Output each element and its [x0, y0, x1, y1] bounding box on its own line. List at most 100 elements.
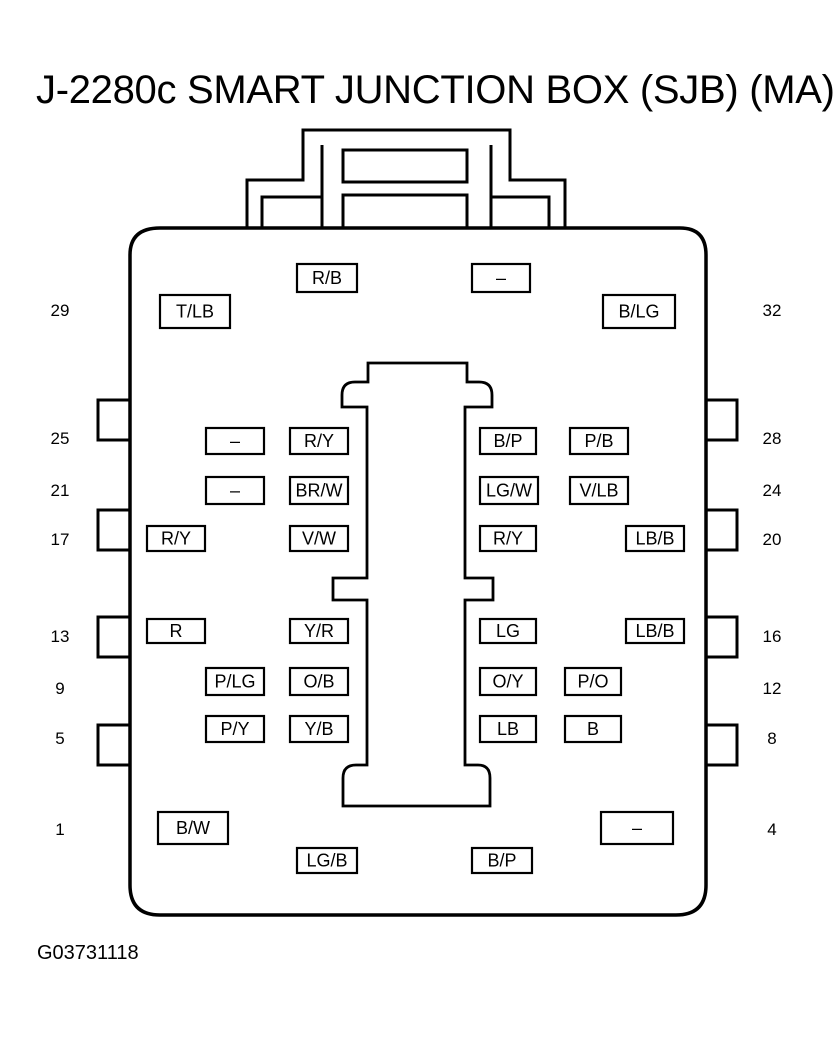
pin-box-7 — [478, 714, 538, 744]
pin-number-left-21: 21 — [51, 481, 70, 500]
pin-number-right-12: 12 — [763, 679, 782, 698]
pin-cavity-15: LG — [478, 617, 538, 645]
pin-cavity-26: R/Y — [288, 426, 350, 456]
pin-number-right-32: 32 — [763, 301, 782, 320]
pin-box-32 — [601, 293, 677, 330]
side-tabs — [96, 398, 739, 767]
pin-cavity-13: R — [145, 617, 207, 645]
pin-box-2 — [295, 846, 359, 875]
pin-box-4 — [599, 810, 675, 846]
pin-cavity-5: P/Y — [204, 714, 266, 744]
pin-box-1 — [156, 810, 230, 846]
pin-cavity-8: B — [563, 714, 623, 744]
wire-color-label-10: O/B — [303, 672, 334, 692]
pin-cavity-18: V/W — [288, 524, 350, 553]
wire-color-label-27: B/P — [493, 431, 522, 451]
wire-color-label-31: – — [496, 268, 506, 288]
pin-number-left-5: 5 — [55, 729, 64, 748]
pin-cavity-10: O/B — [288, 666, 350, 697]
pin-box-12 — [563, 666, 623, 697]
pin-box-5 — [204, 714, 266, 744]
pin-box-27 — [478, 426, 538, 456]
pin-box-6 — [288, 714, 350, 744]
pin-box-13 — [145, 617, 207, 645]
wire-color-label-28: P/B — [584, 431, 613, 451]
pin-cavity-21: – — [204, 475, 266, 506]
wire-color-label-32: B/LG — [618, 302, 659, 322]
wire-color-label-22: BR/W — [296, 481, 343, 501]
pin-box-17 — [145, 524, 207, 553]
wire-color-label-4: – — [632, 818, 642, 838]
pin-box-31 — [470, 262, 532, 294]
pins-layer: B/W LG/B B/P – P/Y Y/B LB B P/LG O/B O/Y P/O R Y/R LG L… — [145, 262, 686, 875]
wire-color-label-18: V/W — [302, 529, 336, 549]
pin-box-8 — [563, 714, 623, 744]
pin-number-right-28: 28 — [763, 429, 782, 448]
wire-color-label-25: – — [230, 431, 240, 451]
wire-color-label-6: Y/B — [304, 719, 333, 739]
pin-cavity-4: – — [599, 810, 675, 846]
pin-box-28 — [568, 426, 630, 456]
pin-cavity-2: LG/B — [295, 846, 359, 875]
pin-cavity-3: B/P — [470, 846, 534, 875]
pin-box-16 — [624, 617, 686, 645]
pin-box-15 — [478, 617, 538, 645]
wire-color-label-7: LB — [497, 719, 519, 739]
connector-latch — [245, 128, 567, 230]
pin-box-23 — [478, 475, 540, 506]
wire-color-label-8: B — [587, 719, 599, 739]
pin-box-26 — [288, 426, 350, 456]
pin-box-19 — [478, 524, 538, 553]
pin-number-left-13: 13 — [51, 627, 70, 646]
pin-number-left-17: 17 — [51, 530, 70, 549]
pin-cavity-30: R/B — [295, 262, 359, 294]
pin-box-20 — [624, 524, 686, 553]
wire-color-label-24: V/LB — [579, 481, 618, 501]
pin-number-right-20: 20 — [763, 530, 782, 549]
wire-color-label-9: P/LG — [214, 672, 255, 692]
wire-color-label-2: LG/B — [306, 851, 347, 871]
pin-cavity-6: Y/B — [288, 714, 350, 744]
pin-cavity-24: V/LB — [568, 475, 630, 506]
pin-box-30 — [295, 262, 359, 294]
pin-cavity-29: T/LB — [158, 293, 232, 330]
wire-color-label-16: LB/B — [635, 621, 674, 641]
wire-color-label-5: P/Y — [220, 719, 249, 739]
pin-number-left-1: 1 — [55, 820, 64, 839]
wire-color-label-20: LB/B — [635, 529, 674, 549]
pin-cavity-11: O/Y — [478, 666, 538, 697]
wire-color-label-13: R — [170, 621, 183, 641]
pin-cavity-28: P/B — [568, 426, 630, 456]
pin-cavity-25: – — [204, 426, 266, 456]
pin-cavity-1: B/W — [156, 810, 230, 846]
pin-cavity-19: R/Y — [478, 524, 538, 553]
wire-color-label-12: P/O — [577, 672, 608, 692]
diagram-title: J-2280c SMART JUNCTION BOX (SJB) (MA) — [36, 68, 833, 112]
wire-color-label-17: R/Y — [161, 529, 191, 549]
pin-cavity-14: Y/R — [288, 617, 350, 645]
pin-number-right-24: 24 — [763, 481, 782, 500]
wire-color-label-29: T/LB — [176, 302, 214, 322]
pin-cavity-17: R/Y — [145, 524, 207, 553]
pin-number-right-16: 16 — [763, 627, 782, 646]
pin-box-24 — [568, 475, 630, 506]
pin-cavity-22: BR/W — [288, 475, 350, 506]
figure-id: G03731118 — [37, 942, 139, 964]
pin-number-left-29: 29 — [51, 301, 70, 320]
pin-cavity-7: LB — [478, 714, 538, 744]
pin-cavity-32: B/LG — [601, 293, 677, 330]
wire-color-label-23: LG/W — [486, 481, 532, 501]
center-key-cavity — [331, 361, 495, 808]
pin-number-right-8: 8 — [767, 729, 776, 748]
pin-number-left-25: 25 — [51, 429, 70, 448]
pin-cavity-12: P/O — [563, 666, 623, 697]
pin-box-3 — [470, 846, 534, 875]
pin-box-22 — [288, 475, 350, 506]
wire-color-label-3: B/P — [487, 851, 516, 871]
pin-cavity-16: LB/B — [624, 617, 686, 645]
wire-color-label-1: B/W — [176, 818, 210, 838]
pin-box-18 — [288, 524, 350, 553]
pin-box-14 — [288, 617, 350, 645]
pin-box-9 — [204, 666, 266, 697]
pin-number-right-4: 4 — [767, 820, 776, 839]
